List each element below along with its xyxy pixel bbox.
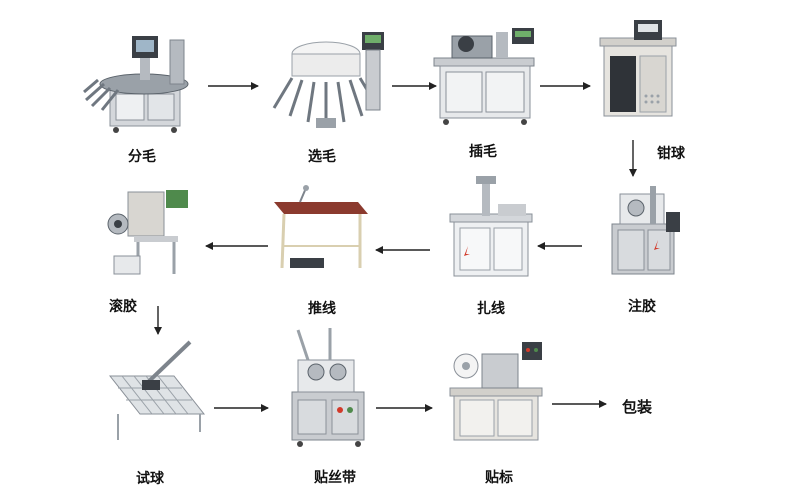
machine-thread-pushing	[274, 185, 368, 269]
machine-feather-sorting	[83, 36, 189, 133]
step-label-label-sticking: 贴标	[485, 470, 513, 486]
step-label-feather-sorting: 分毛	[128, 149, 156, 165]
machine-label-sticking	[449, 342, 543, 441]
machine-ball-testing	[108, 340, 206, 440]
machine-glue-rolling	[107, 190, 188, 275]
step-label-feather-selecting: 选毛	[308, 149, 336, 165]
machine-feather-selecting	[272, 32, 384, 128]
machine-ball-clamping	[599, 20, 677, 117]
step-label-packaging: 包装	[622, 398, 653, 416]
machine-ribbon-sticking	[291, 328, 365, 447]
step-label-glue-rolling: 滚胶	[109, 299, 137, 315]
step-label-glue-injecting: 注胶	[628, 299, 656, 315]
step-label-ball-testing: 试球	[136, 471, 164, 487]
step-label-feather-inserting: 插毛	[469, 144, 497, 160]
machine-thread-tying	[449, 176, 533, 277]
step-label-ribbon-sticking: 贴丝带	[314, 470, 356, 486]
machine-feather-inserting	[433, 28, 535, 125]
step-label-ball-clamping: 钳球	[657, 146, 685, 162]
machine-glue-injecting	[611, 186, 680, 275]
step-label-thread-pushing: 推线	[308, 301, 336, 317]
step-label-thread-tying: 扎线	[477, 301, 505, 317]
